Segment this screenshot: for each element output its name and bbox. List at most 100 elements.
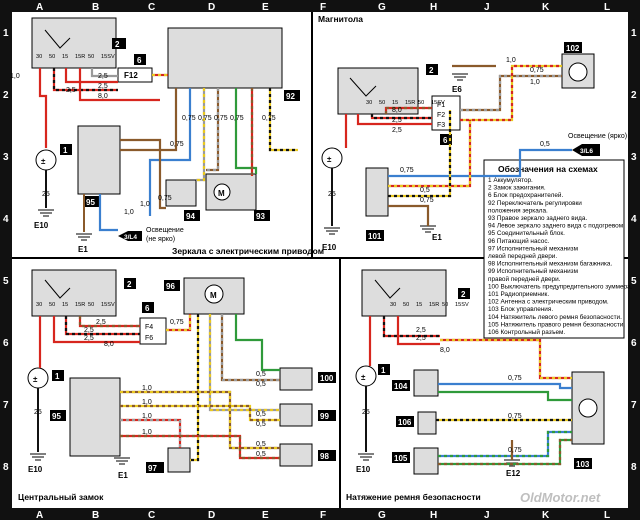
- wire-gauge-label: 2,5: [416, 327, 426, 334]
- block-badge-93: [254, 210, 270, 221]
- wire-gauge-label: 0,75: [508, 375, 522, 382]
- lock-actuator-wire-stripe: [120, 434, 280, 460]
- illumination-ref-tag: 3/L4: [124, 234, 137, 241]
- ignition-terminal-label: 30: [390, 302, 396, 308]
- wire-gauge-label: 0,5: [256, 441, 266, 448]
- wire-gauge-label: 1,0: [140, 201, 150, 208]
- legend-item: 6 Блок предохранителей.: [488, 191, 563, 199]
- radio-block-number-2: 2: [429, 66, 434, 75]
- legend-item: 96 Питающий насос.: [488, 237, 550, 245]
- lock-pump-wire-stripe: [190, 314, 200, 462]
- wire-gauge-label: 2,5: [66, 87, 76, 94]
- belt-ignition-switch: [361, 269, 447, 317]
- wire-gauge-label: 0,75: [400, 167, 414, 174]
- wire-gauge-label: 2,5: [84, 335, 94, 342]
- wire-gauge-label: 1,0: [142, 399, 152, 406]
- switch-wire: [234, 88, 258, 174]
- lock-buzzer-wire-stripe: [120, 418, 182, 448]
- row-label-left: 7: [3, 400, 9, 411]
- illumination-ref-arrow: [118, 231, 142, 241]
- column-label-top: A: [36, 2, 43, 13]
- row-label-right: 8: [631, 462, 637, 473]
- mirror-switch-92: [167, 27, 283, 89]
- legend-item: 104 Натяжитель левого ремня безопасности…: [488, 313, 622, 321]
- ignition-terminal-label: 15SV: [455, 302, 469, 308]
- legend-item: 1 Аккумулятор.: [488, 177, 533, 184]
- block-number-100: 97: [148, 464, 157, 473]
- fuse-f2: F2: [437, 112, 445, 119]
- ignition-terminal-label: 15R: [429, 302, 439, 308]
- right-belt-tensioner-105: [413, 447, 439, 475]
- column-label-top: G: [378, 2, 386, 13]
- radio-ignition-wire-stripe: [384, 106, 432, 114]
- wire-gauge-label: 2,5: [84, 327, 94, 334]
- lock-actuator-wire: [234, 314, 280, 372]
- row-label-right: 5: [631, 276, 637, 287]
- wire-gauge-label: 0,75: [158, 195, 172, 202]
- block-badge-104: [392, 380, 410, 391]
- block-badge-6: [134, 54, 146, 65]
- lock-pump-feed-wire-stripe: [166, 314, 192, 332]
- ignition-feed-wire-stripe: [52, 68, 118, 92]
- radio-illumination-tag: 3/L6: [580, 148, 593, 155]
- ignition-terminal-label: 15SV: [101, 54, 115, 60]
- lock-actuator-wire-stripe: [120, 404, 280, 422]
- block-number-93: 93: [256, 212, 265, 221]
- ignition-terminal-label: 15: [62, 54, 68, 60]
- lock-actuator-wire-stripe: [220, 314, 280, 382]
- legend-item: 97 Исполнительный механизм: [488, 244, 578, 252]
- test-connector-106: [417, 411, 437, 435]
- block-badge-95: [84, 196, 100, 207]
- radio-ignition-wire-stripe: [370, 114, 432, 120]
- ignition-terminal-label: 50: [49, 54, 55, 60]
- lock-ignition-switch: [31, 269, 117, 317]
- belt-tensioner-wire-stripe: [438, 430, 572, 458]
- wire-gauge-label: 8,0: [98, 93, 108, 100]
- radio-ground-e6-label: E6: [452, 85, 462, 94]
- wire-gauge-label: 8,0: [392, 107, 402, 114]
- ignition-terminal-label: 15R: [405, 100, 415, 106]
- row-label-right: 3: [631, 152, 637, 163]
- battery-symbol: ±: [41, 157, 46, 166]
- wire-gauge-label: 0,5: [256, 381, 266, 388]
- radio-ignition-switch: [337, 67, 419, 115]
- left-belt-tensioner-104: [413, 369, 439, 397]
- ignition-feed-wire: [90, 68, 118, 78]
- row-label-left: 1: [3, 28, 9, 39]
- legend-panel: Обозначения на схемах 1 Аккумулятор.2 За…: [483, 159, 633, 339]
- pump-motor-icon: [204, 284, 224, 304]
- right-mirror-motor-icon: [213, 183, 231, 201]
- block-badge-96: [164, 280, 180, 291]
- wire-gauge-label: 0,75: [530, 67, 544, 74]
- row-label-right: 4: [631, 214, 637, 225]
- ignition-feed-wire: [52, 68, 118, 92]
- block-number-1: 1: [63, 146, 68, 155]
- column-label-bottom: D: [208, 510, 215, 520]
- belt-ignition-lever: [374, 279, 401, 299]
- block-badge-99: [318, 372, 336, 383]
- radio-ground-e10-symbol: [324, 227, 340, 235]
- radio-receiver-101: [365, 167, 389, 217]
- wire-gauge-label: 1,0: [142, 385, 152, 392]
- wire-gauge-label: 0,75: [198, 115, 212, 122]
- legend-item: левой передней двери.: [488, 252, 557, 260]
- block-number-94: 94: [186, 212, 195, 221]
- block-badge-106: [396, 416, 414, 427]
- radio-power-wire-stripe: [388, 120, 472, 188]
- column-label-bottom: H: [430, 510, 437, 520]
- block-number-105: 105: [394, 454, 408, 463]
- legend-item: положения зеркала.: [488, 207, 548, 214]
- column-label-bottom: J: [484, 510, 490, 520]
- radio-ignition-wire: [356, 114, 432, 126]
- legend-item: 2 Замок зажигания.: [488, 185, 546, 192]
- wire-gauge-label: 1,0: [10, 73, 20, 80]
- fuse-f3: F3: [437, 122, 445, 129]
- wire-gauge-label: 1,0: [506, 57, 516, 64]
- wire-gauge-label: 0,75: [230, 115, 244, 122]
- column-label-bottom: C: [148, 510, 155, 520]
- lock-block-badge-6: [142, 302, 154, 313]
- radio-block-number-6: 6: [443, 136, 448, 145]
- column-label-bottom: B: [92, 510, 99, 520]
- wire-gauge-label: 0,5: [540, 141, 550, 148]
